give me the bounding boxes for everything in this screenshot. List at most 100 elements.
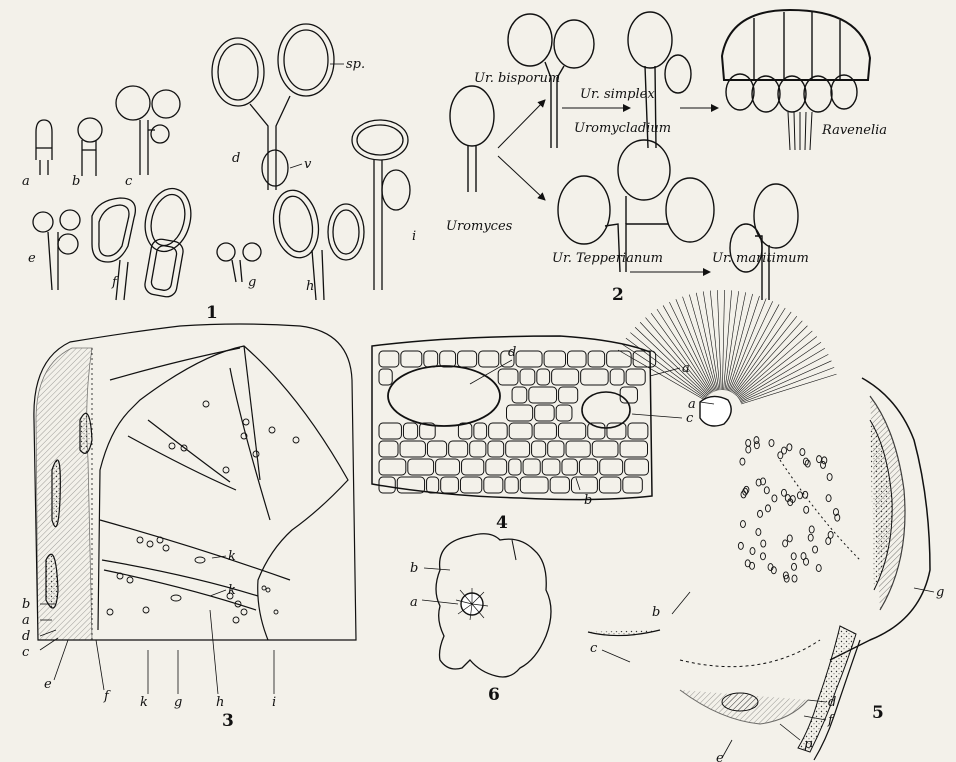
pore [781, 489, 786, 496]
cell [379, 351, 399, 367]
figure-6 [422, 534, 551, 677]
cell [486, 459, 507, 475]
pore [783, 540, 788, 547]
pore [791, 563, 796, 570]
pore [791, 553, 796, 560]
cell [559, 387, 578, 403]
pore [822, 457, 827, 464]
fig3-label-c: c [22, 645, 30, 660]
ray-line [739, 342, 822, 398]
pore [756, 529, 761, 536]
cell [552, 369, 579, 385]
fig1-label-c: c [125, 174, 133, 189]
pore [827, 474, 832, 481]
fig3-label-k-upper: k [228, 549, 236, 564]
spore-h [268, 187, 364, 300]
pore [821, 461, 826, 468]
ray-line [732, 304, 780, 392]
cell [484, 477, 503, 493]
pore [750, 548, 755, 555]
cell [427, 477, 439, 493]
cell [537, 369, 550, 385]
fig4-label-c: c [686, 411, 694, 426]
cell [436, 459, 460, 475]
figure-6-number: 6 [488, 685, 500, 705]
fig3-label-k-mid: k [228, 583, 236, 598]
pore [808, 534, 813, 541]
cell [408, 459, 434, 475]
spore-c [116, 86, 180, 175]
ray-line [740, 354, 829, 400]
label-uromyces: Uromyces [446, 219, 513, 234]
cell [470, 441, 486, 457]
pore [744, 486, 749, 493]
cell [460, 477, 481, 493]
cell [532, 441, 546, 457]
fig3-label-k-bottom: k [140, 695, 148, 710]
cell [474, 423, 487, 439]
pore [750, 562, 755, 569]
pore [817, 456, 822, 463]
cell [520, 477, 548, 493]
pore [758, 510, 763, 517]
cell [562, 459, 577, 475]
figure-4 [372, 336, 656, 500]
cell [427, 441, 446, 457]
ray-line [703, 291, 719, 390]
ray-line [630, 333, 706, 398]
cell [523, 459, 540, 475]
figure-1-labels: a b c d sp. v e f g h i 1 [22, 57, 416, 323]
cell [588, 351, 605, 367]
label-ravenelia: Ravenelia [821, 123, 887, 138]
figure-1-number: 1 [206, 303, 218, 323]
fig3-label-a: a [22, 613, 30, 628]
pore [738, 542, 743, 549]
ray-line [710, 291, 720, 391]
fig3-label-e: e [44, 677, 52, 692]
fig5-label-d: d [828, 695, 836, 710]
cell [479, 351, 499, 367]
ray-line [741, 367, 834, 403]
cell [623, 477, 643, 493]
fig1-label-d: d [232, 151, 240, 166]
cell [566, 441, 590, 457]
ray-line [733, 308, 786, 393]
cell [628, 423, 648, 439]
pore [804, 506, 809, 513]
label-uromycladium: Uromycladium [574, 121, 671, 136]
ray-line [696, 293, 717, 391]
cell [379, 459, 406, 475]
cell [588, 423, 605, 439]
fig1-label-v: v [304, 157, 312, 172]
cell [607, 423, 626, 439]
ray-line [735, 321, 802, 395]
fig6-label-a: a [410, 595, 418, 610]
pore [746, 439, 751, 446]
cell [379, 441, 398, 457]
cell [505, 477, 518, 493]
cell [506, 441, 530, 457]
cell [462, 459, 484, 475]
ray-line [722, 290, 724, 390]
fig1-label-b: b [72, 174, 80, 189]
pore [740, 458, 745, 465]
cell [607, 351, 632, 367]
large-vessel [388, 366, 500, 426]
cell [441, 477, 459, 493]
cell [488, 441, 504, 457]
pore [826, 538, 831, 545]
figure-4-number: 4 [496, 513, 508, 533]
cell [626, 369, 645, 385]
cell [507, 405, 533, 421]
pore [787, 444, 792, 451]
fig1-label-g: g [248, 275, 256, 290]
fig3-label-d: d [22, 629, 30, 644]
pore [746, 446, 751, 453]
label-ur-simplex: Ur. simplex [580, 87, 655, 102]
ray-line [725, 291, 739, 390]
pore [765, 505, 770, 512]
pore [761, 540, 766, 547]
ray-line [728, 296, 759, 391]
label-ur-tepperianum: Ur. Tepperianum [552, 251, 663, 266]
